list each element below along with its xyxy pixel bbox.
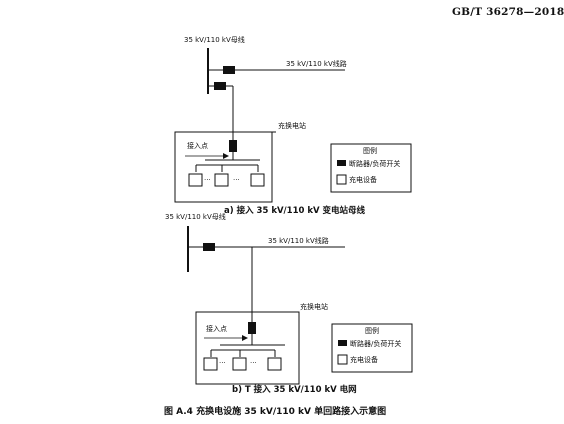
b-legend-charger-label: 充电设备 <box>350 355 378 364</box>
b-station-box <box>195 311 300 385</box>
a-breaker-station <box>229 140 237 152</box>
b-charger-3 <box>267 357 282 371</box>
standard-code: GB/T 36278—2018 <box>452 6 564 18</box>
a-legend-charger-swatch <box>336 174 347 185</box>
a-breaker-line <box>223 66 235 74</box>
a-charger-1 <box>188 173 203 187</box>
b-ellipsis-1: ··· <box>219 359 226 367</box>
a-legend-charger-label: 充电设备 <box>349 175 377 184</box>
a-caption: a) 接入 35 kV/110 kV 变电站母线 <box>224 205 366 216</box>
a-breaker-feeder <box>214 82 226 90</box>
b-legend-box <box>331 323 413 373</box>
a-bus-label: 35 kV/110 kV母线 <box>184 35 245 44</box>
a-access-arrow-head <box>223 153 229 159</box>
b-charger-1 <box>203 357 218 371</box>
a-access-point-label: 接入点 <box>187 141 208 150</box>
figure-caption: 图 A.4 充换电设施 35 kV/110 kV 单回路接入示意图 <box>164 405 386 417</box>
b-legend-breaker-label: 断路器/负荷开关 <box>350 339 401 348</box>
a-station-label: 充换电站 <box>278 121 306 130</box>
a-legend-breaker-swatch <box>337 160 346 166</box>
a-charger-2 <box>214 173 229 187</box>
a-legend-title: 图例 <box>363 146 377 155</box>
a-ellipsis-2: ··· <box>233 176 240 184</box>
a-ellipsis-1: ··· <box>204 176 211 184</box>
b-charger-2 <box>232 357 247 371</box>
b-legend-title: 图例 <box>365 326 379 335</box>
a-charger-3 <box>250 173 265 187</box>
b-access-point-label: 接入点 <box>206 324 227 333</box>
b-station-label: 充换电站 <box>300 302 328 311</box>
b-bus-label: 35 kV/110 kV母线 <box>165 212 226 221</box>
b-line-label: 35 kV/110 kV线路 <box>268 236 329 245</box>
b-ellipsis-2: ··· <box>250 359 257 367</box>
b-breaker-station <box>248 322 256 334</box>
b-legend-breaker-swatch <box>338 340 347 346</box>
a-legend-box <box>330 143 412 193</box>
a-legend-breaker-label: 断路器/负荷开关 <box>349 159 400 168</box>
b-access-arrow-head <box>242 335 248 341</box>
b-caption: b) T 接入 35 kV/110 kV 电网 <box>232 384 357 395</box>
a-station-box <box>174 131 273 203</box>
b-legend-charger-swatch <box>337 354 348 365</box>
b-breaker-line <box>203 243 215 251</box>
a-line-label: 35 kV/110 kV线路 <box>286 59 347 68</box>
